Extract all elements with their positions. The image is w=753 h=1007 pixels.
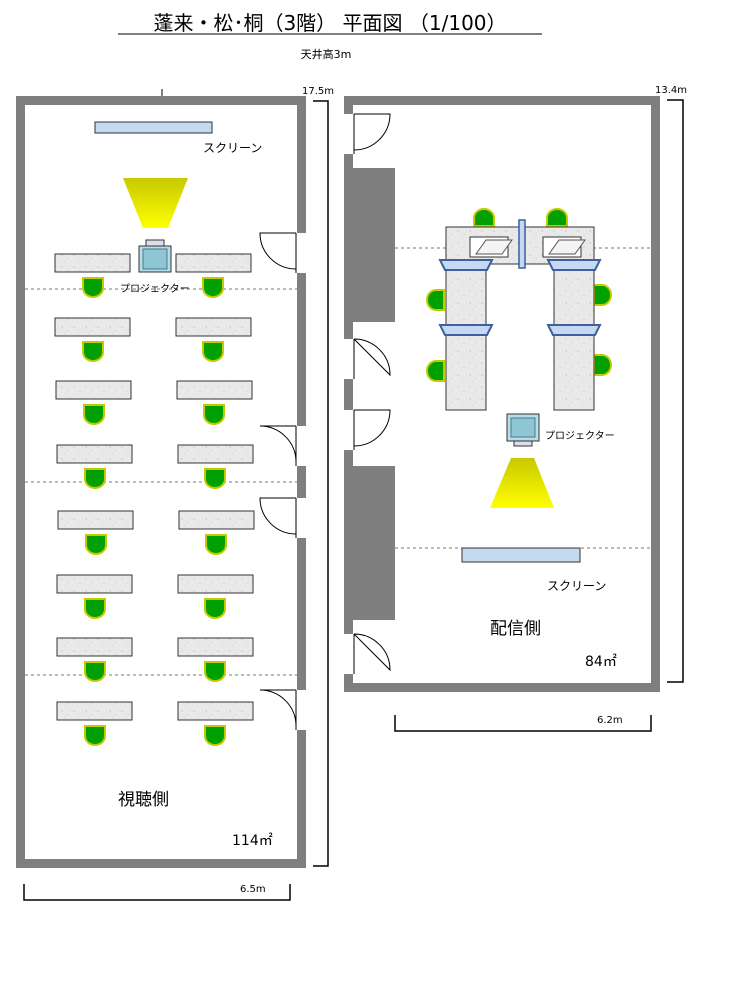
desk-grid	[54, 253, 255, 721]
length-label-streaming: 13.4m	[655, 85, 687, 96]
door	[353, 409, 391, 447]
chair	[203, 404, 225, 425]
desk	[178, 510, 255, 530]
desk	[553, 263, 595, 411]
chair	[204, 661, 226, 682]
desk	[177, 637, 254, 657]
length-label-viewing: 17.5m	[302, 86, 334, 97]
chair	[84, 598, 106, 619]
divider-panel	[518, 219, 526, 269]
projector-icon	[138, 239, 172, 273]
door	[353, 338, 391, 377]
chair	[205, 534, 227, 555]
chair	[85, 534, 107, 555]
desk	[56, 637, 133, 657]
door	[353, 633, 391, 672]
desk	[56, 701, 133, 721]
left-room: スクリーン プロジェクター	[16, 89, 307, 868]
desk	[54, 253, 131, 273]
screen-label: スクリーン	[203, 141, 262, 155]
chair	[84, 725, 106, 746]
room-area-viewing: 114㎡	[232, 833, 273, 849]
laptop-icon	[542, 236, 586, 258]
ceiling-height: 天井高3m	[301, 47, 352, 61]
width-label-streaming: 6.2m	[597, 715, 623, 726]
left-room-doors	[259, 232, 307, 730]
left-dimensions	[23, 100, 329, 901]
desk	[56, 444, 133, 464]
desk	[445, 263, 487, 411]
chair	[426, 289, 445, 311]
wall-panel	[353, 466, 395, 620]
right-room-floor	[353, 105, 651, 683]
desk	[57, 510, 134, 530]
chair	[426, 360, 445, 382]
room-name-viewing: 視聴側	[118, 790, 169, 810]
projector-beam	[123, 178, 188, 228]
projector-icon	[506, 413, 540, 447]
desk	[176, 380, 253, 400]
desk	[175, 253, 252, 273]
monitor-icon	[546, 259, 602, 271]
door	[259, 232, 297, 270]
desk	[177, 701, 254, 721]
chair	[202, 341, 224, 362]
chair	[82, 277, 104, 298]
monitor-icon	[438, 324, 494, 336]
left-room-floor	[25, 105, 297, 859]
desk	[177, 574, 254, 594]
screen-label: スクリーン	[547, 579, 606, 593]
chair	[204, 725, 226, 746]
projector-label: プロジェクター	[545, 430, 615, 442]
desk	[54, 317, 131, 337]
screen	[94, 121, 213, 134]
width-label-viewing: 6.5m	[240, 884, 266, 895]
chair	[83, 404, 105, 425]
chair	[473, 208, 495, 227]
chair	[84, 468, 106, 489]
desk	[175, 317, 252, 337]
room-name-streaming: 配信側	[490, 619, 541, 639]
chair	[546, 208, 568, 227]
right-room-doors	[344, 113, 391, 674]
chair	[204, 598, 226, 619]
door	[259, 425, 297, 463]
page-title: 蓬来・松･桐（3階） 平面図 （1/100）	[153, 11, 506, 35]
desk	[55, 380, 132, 400]
chair	[204, 468, 226, 489]
desk	[177, 444, 254, 464]
chair	[593, 354, 612, 376]
chair	[82, 341, 104, 362]
monitor-icon	[546, 324, 602, 336]
door	[353, 113, 391, 151]
chair	[593, 284, 612, 306]
chair	[202, 277, 224, 298]
desk	[56, 574, 133, 594]
chair-grid	[82, 277, 227, 746]
right-room: プロジェクター スクリーン 配信側 84㎡	[344, 96, 660, 692]
wall-panel	[353, 168, 395, 322]
right-dimensions	[394, 99, 684, 732]
monitor-icon	[438, 259, 494, 271]
door	[259, 497, 297, 535]
laptop-icon	[469, 236, 513, 258]
projector-label: プロジェクター	[120, 283, 190, 295]
projector-beam	[490, 458, 554, 508]
room-area-streaming: 84㎡	[585, 654, 617, 670]
screen	[461, 547, 581, 563]
door	[259, 689, 297, 727]
chair	[84, 661, 106, 682]
